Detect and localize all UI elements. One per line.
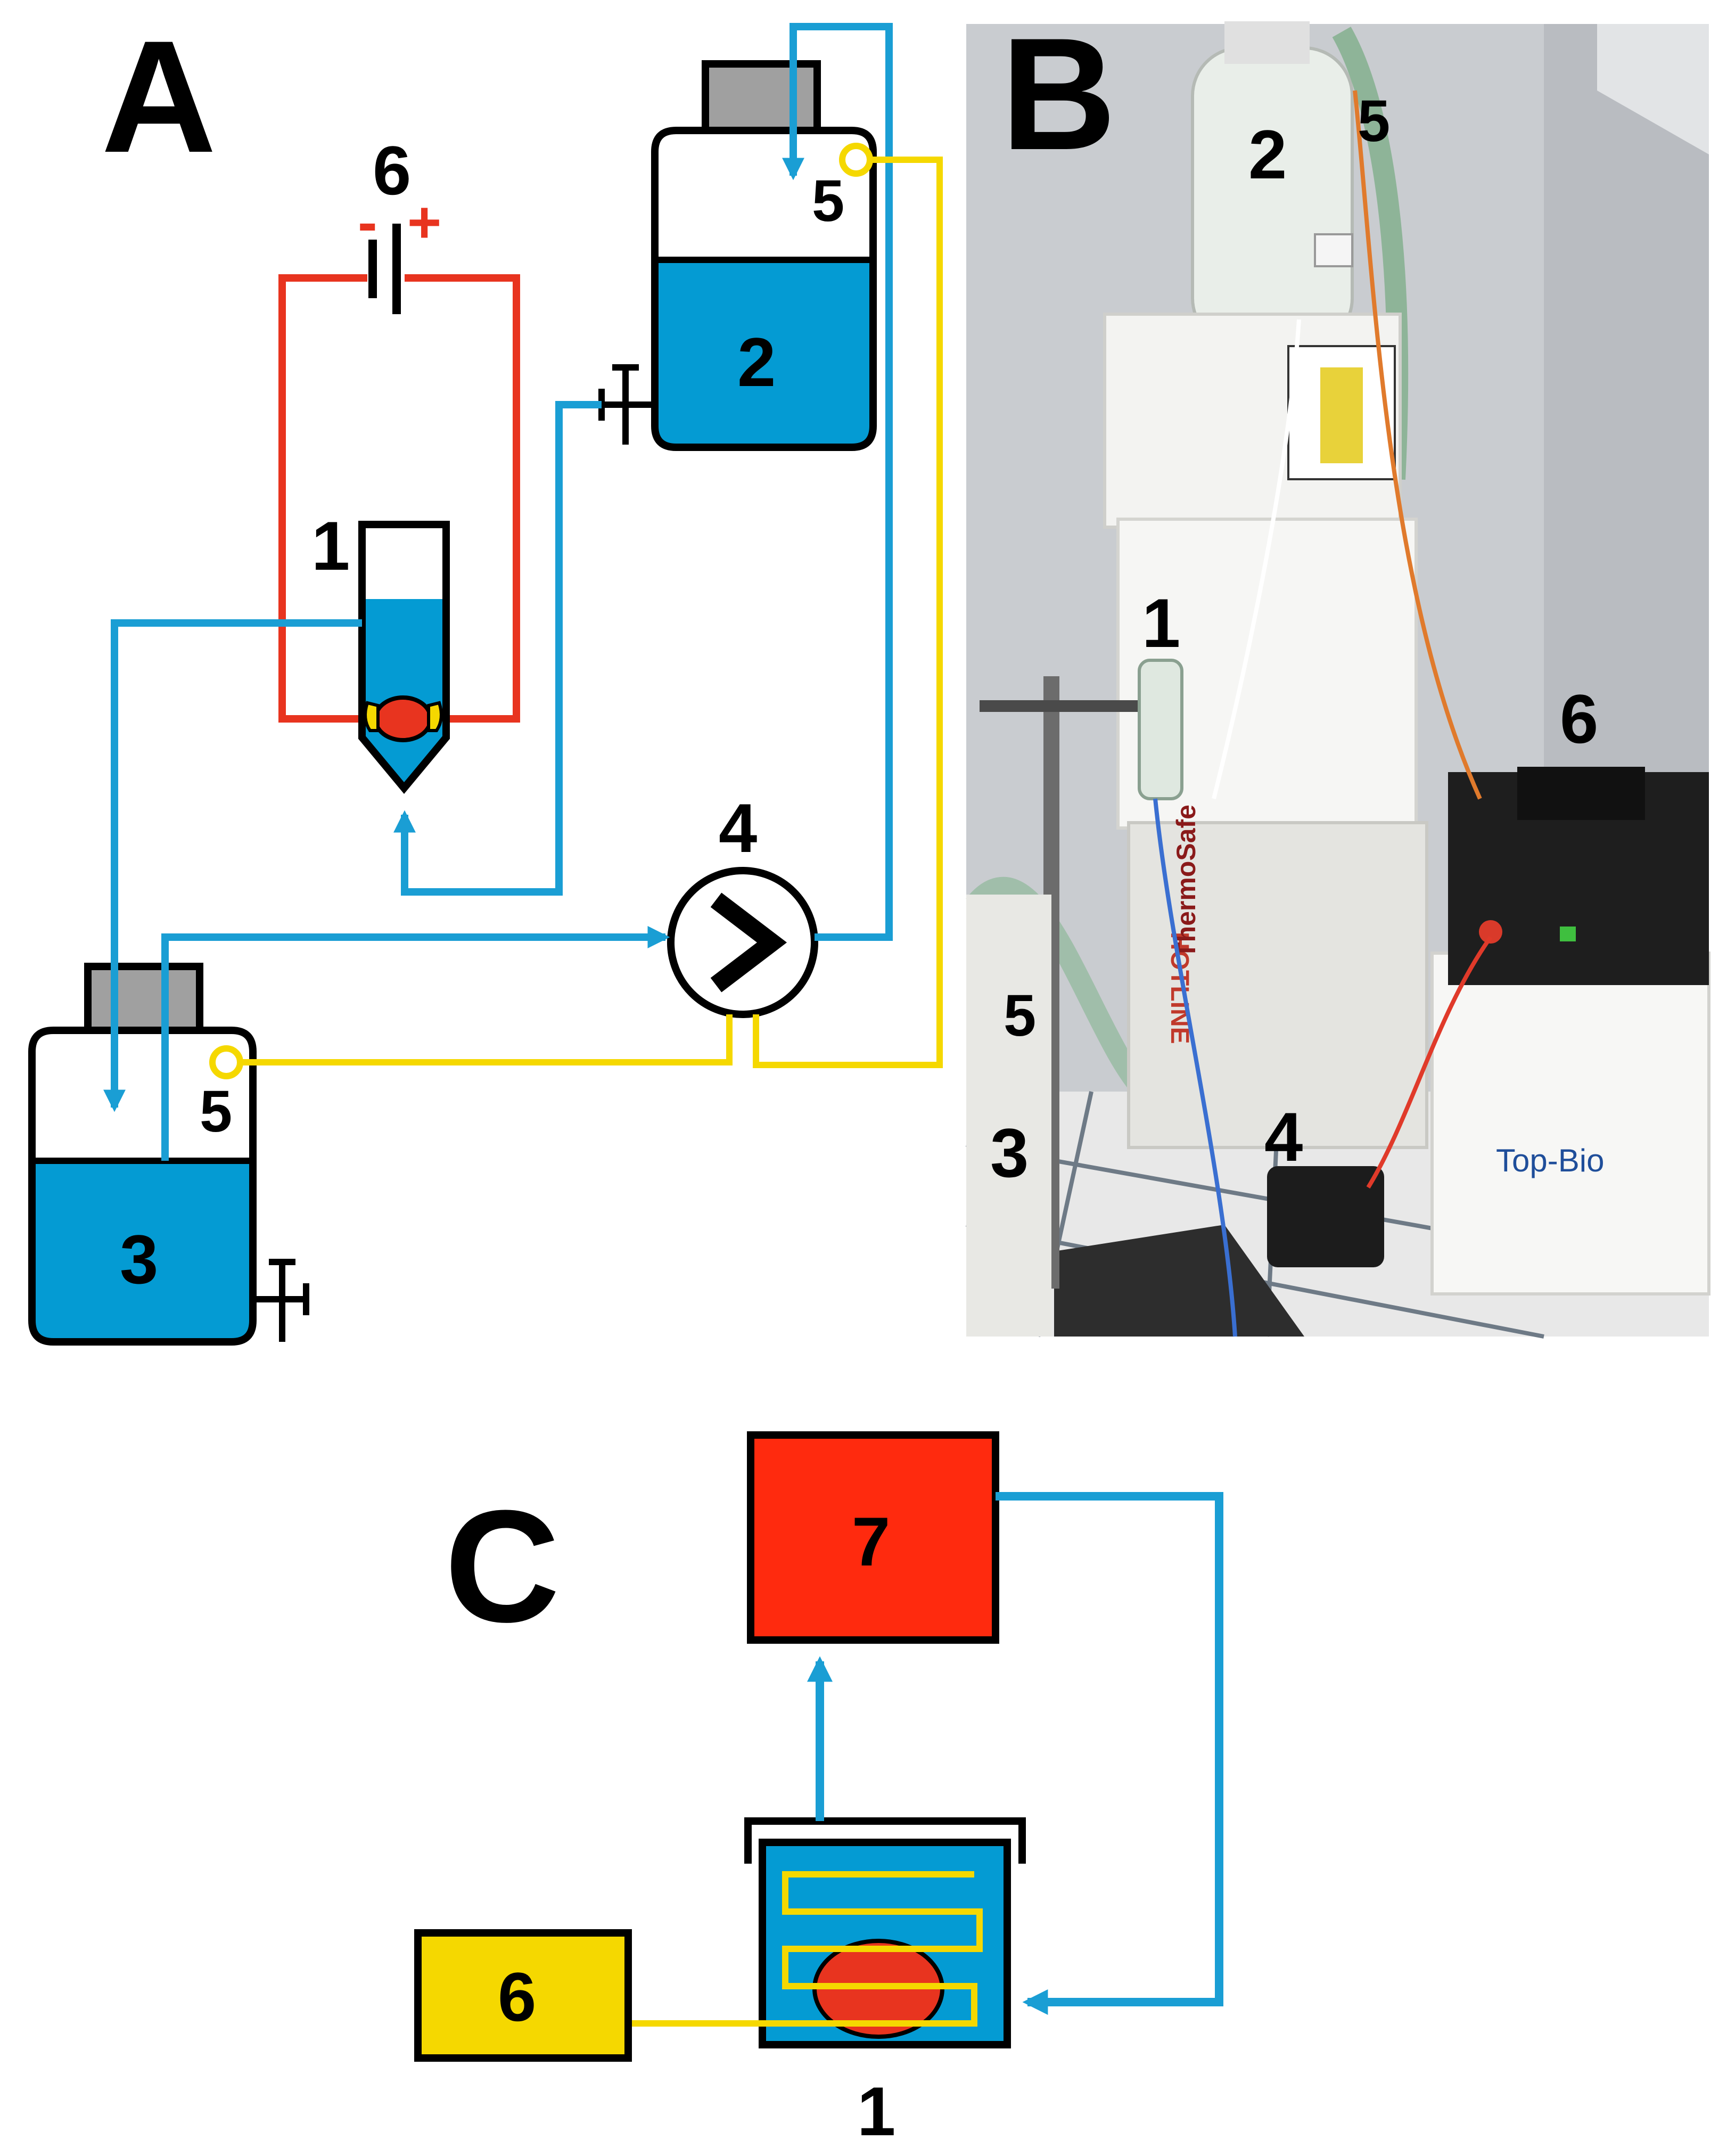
tank-upper-label: 2 bbox=[737, 323, 776, 401]
wire-positive bbox=[405, 274, 520, 723]
photo-power-supply bbox=[1448, 767, 1709, 985]
panel-a: A 6 - + 1 bbox=[28, 7, 943, 1346]
photo-text-topbio: Top-Bio bbox=[1496, 1143, 1604, 1178]
sensor-upper bbox=[839, 143, 873, 177]
panel-a-letter: A bbox=[101, 7, 217, 186]
chamber-label: 1 bbox=[857, 2072, 895, 2150]
photo-label-tank-upper: 2 bbox=[1248, 116, 1287, 193]
electrode-right bbox=[427, 701, 443, 732]
battery-icon bbox=[368, 224, 401, 314]
unit-7-label: 7 bbox=[852, 1503, 890, 1580]
tank-lower bbox=[28, 963, 257, 1346]
sensor-upper-label: 5 bbox=[812, 168, 844, 234]
panel-c: C 7 1 6 bbox=[414, 1431, 1223, 2150]
heater-6-label: 6 bbox=[498, 1958, 536, 2036]
photo-label-power: 6 bbox=[1560, 680, 1598, 758]
electrode-left bbox=[364, 701, 380, 732]
polarity-positive: + bbox=[407, 190, 441, 255]
cable-upper-sensor bbox=[753, 157, 943, 1068]
sensor-lower bbox=[209, 1045, 243, 1079]
photo-text-brand: ThermoSafe bbox=[1171, 805, 1201, 958]
photo-label-sensor-lower: 5 bbox=[1004, 983, 1036, 1048]
chamber bbox=[618, 1817, 1026, 2048]
heating-coil bbox=[618, 1871, 983, 2027]
sensor-cables-a bbox=[241, 157, 943, 1068]
valve-icon bbox=[598, 364, 655, 445]
photo-pump bbox=[1267, 1166, 1384, 1267]
photo-label-pump: 4 bbox=[1264, 1098, 1303, 1176]
polarity-negative: - bbox=[358, 190, 377, 255]
unit-7-box bbox=[747, 1431, 999, 1644]
flow-tank-to-pump bbox=[161, 926, 670, 1161]
photo-label-tank-lower: 3 bbox=[990, 1114, 1029, 1192]
flow-cell-to-tank bbox=[103, 619, 362, 1112]
cell-tube bbox=[358, 521, 450, 794]
sample-icon bbox=[373, 695, 433, 742]
sensor-lower-label: 5 bbox=[200, 1079, 232, 1144]
flow-tank-to-cell bbox=[393, 401, 602, 896]
photo-bottle-upper bbox=[1191, 21, 1354, 348]
photo-label-sensor-upper: 5 bbox=[1358, 88, 1390, 154]
heater-6-box bbox=[414, 1929, 632, 2062]
pump-label: 4 bbox=[719, 789, 757, 867]
flow-unit-to-chamber bbox=[996, 1492, 1223, 2015]
panel-c-letter: C bbox=[445, 1477, 560, 1655]
flow-lines-a bbox=[103, 23, 893, 1161]
flow-lines-c bbox=[807, 1492, 1223, 2015]
cable-lower-sensor bbox=[241, 1014, 733, 1065]
power-label: 6 bbox=[373, 132, 411, 209]
photo-cell bbox=[1138, 659, 1183, 800]
tank-upper bbox=[651, 60, 877, 451]
photo-label-cell: 1 bbox=[1142, 584, 1180, 662]
wire-negative bbox=[278, 274, 367, 723]
valve-icon bbox=[253, 1259, 309, 1342]
flow-pump-to-tank bbox=[782, 23, 893, 941]
pump-icon bbox=[667, 867, 818, 1018]
power-circuit bbox=[278, 274, 520, 723]
photo-canister bbox=[966, 895, 1051, 1337]
panel-b-letter: B bbox=[1001, 4, 1116, 183]
cell-label: 1 bbox=[311, 507, 350, 585]
panel-b: HOTLINE ThermoSafe Top-Bio B 2 5 bbox=[966, 4, 1710, 1339]
tank-lower-label: 3 bbox=[120, 1220, 158, 1298]
